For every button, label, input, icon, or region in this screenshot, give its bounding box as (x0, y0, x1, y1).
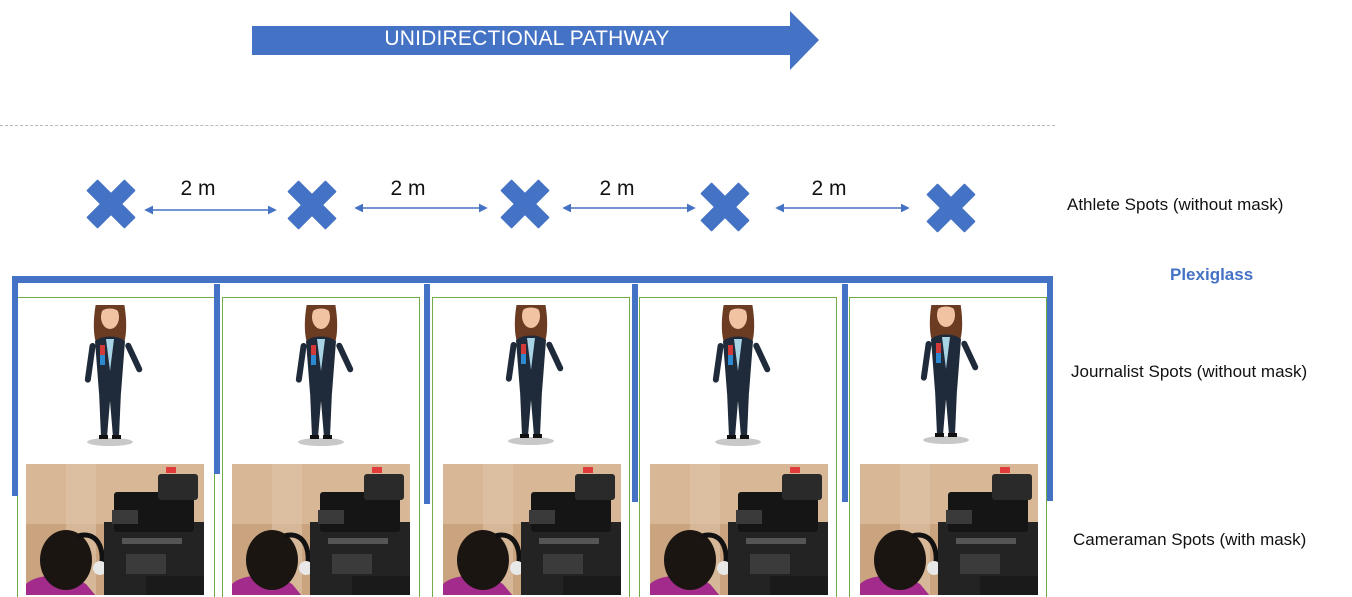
cameraman-photo-icon (860, 464, 1038, 595)
cameraman-photo-icon (650, 464, 828, 595)
journalist-figure-icon (920, 305, 980, 444)
x-cross-mark-icon (700, 182, 750, 232)
cameraman-spots-label: Cameraman Spots (with mask) (1073, 530, 1307, 549)
athlete-spots-row (86, 179, 976, 233)
journalist-figure-icon (295, 305, 355, 446)
journalist-spots-label: Journalist Spots (without mask) (1071, 362, 1308, 381)
unidirectional-pathway-arrow (252, 11, 819, 70)
distance-label: 2 m (390, 177, 426, 200)
distance-label: 2 m (180, 177, 216, 200)
cameraman-photo-icon (232, 464, 410, 595)
cameraman-row (0, 463, 1060, 595)
plexiglass-barrier (12, 276, 1053, 504)
x-cross-mark-icon (926, 183, 976, 233)
x-cross-mark-icon (86, 179, 136, 229)
distance-label: 2 m (811, 177, 847, 200)
journalist-figure-icon (505, 305, 565, 445)
divider-line (0, 125, 1055, 126)
journalist-figure-icon (712, 305, 772, 446)
cameraman-photo-icon (443, 464, 621, 595)
journalist-figure-icon (84, 305, 144, 446)
x-cross-mark-icon (287, 180, 337, 230)
distance-label: 2 m (599, 177, 635, 200)
x-cross-mark-icon (500, 179, 550, 229)
journalist-row (84, 305, 980, 446)
plexiglass-label: Plexiglass (1170, 265, 1254, 284)
cameraman-photo-icon (26, 464, 204, 595)
athlete-spots-label: Athlete Spots (without mask) (1067, 195, 1284, 214)
pathway-label: UNIDIRECTIONAL PATHWAY (384, 27, 670, 50)
